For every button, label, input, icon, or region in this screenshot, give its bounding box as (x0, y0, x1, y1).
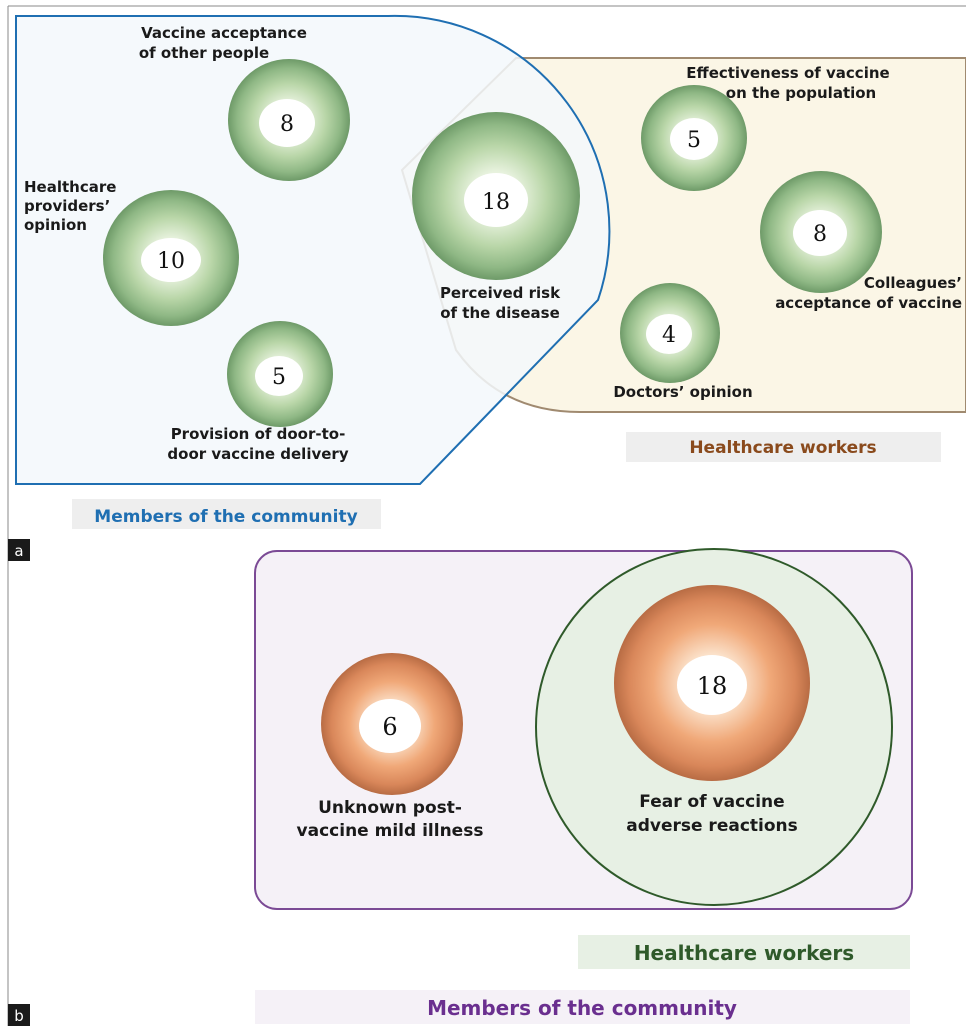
panel-b-healthcare-workers-caption: Healthcare workers (634, 941, 854, 965)
bubble-value: 8 (813, 222, 827, 247)
panel-b-community-caption-box (255, 990, 910, 1024)
panel-b-tag: b (14, 1007, 24, 1025)
bubble-label: Provision of door-to- (171, 425, 346, 443)
bubble-label: of other people (139, 44, 269, 62)
community-caption-box (72, 499, 381, 529)
bubble-fear-adverse-reactions: 18 Fear of vaccine adverse reactions (614, 585, 810, 836)
bubble-label: Unknown post- (318, 798, 462, 818)
bubble-healthcare-providers-opinion: 10 Healthcare providers’ opinion (24, 178, 239, 326)
community-caption: Members of the community (94, 507, 357, 527)
bubble-perceived-risk: 18 Perceived risk of the disease (412, 112, 580, 322)
bubble-value: 6 (382, 713, 397, 741)
bubble-label: providers’ (24, 197, 110, 215)
bubble-mild-illness: 6 Unknown post- vaccine mild illness (297, 653, 484, 841)
panel-b-healthcare-workers-caption-box (578, 935, 910, 969)
bubble-label: Healthcare (24, 178, 116, 196)
bubble-vaccine-acceptance-others: 8 Vaccine acceptance of other people (139, 24, 350, 181)
bubble-label: Fear of vaccine (639, 792, 784, 812)
bubble-value: 18 (482, 190, 510, 215)
bubble-label: vaccine mild illness (297, 821, 484, 841)
bubble-label: Doctors’ opinion (613, 383, 752, 401)
panel-b-community-caption: Members of the community (427, 996, 737, 1020)
bubble-value: 5 (272, 365, 286, 390)
bubble-label: opinion (24, 216, 87, 234)
bubble-effectiveness-population: 5 Effectiveness of vaccine on the popula… (641, 64, 890, 191)
panel-a-tag-box (8, 539, 30, 561)
bubble-value: 4 (662, 323, 676, 348)
bubble-label: on the population (726, 84, 876, 102)
bubble-door-to-door-delivery: 5 Provision of door-to- door vaccine del… (167, 321, 349, 463)
bubble-label: door vaccine delivery (167, 445, 348, 463)
bubble-colleagues-acceptance: 8 Colleagues’ acceptance of vaccine (760, 171, 962, 312)
bubble-value: 8 (280, 112, 294, 137)
panel-b-tag-box (8, 1004, 30, 1026)
bubble-doctors-opinion: 4 Doctors’ opinion (613, 283, 753, 401)
healthcare-workers-caption: Healthcare workers (689, 438, 876, 458)
bubble-label: Perceived risk (440, 284, 561, 302)
bubble-value: 10 (157, 249, 185, 274)
bubble-label: adverse reactions (626, 816, 798, 836)
bubble-label: Effectiveness of vaccine (686, 64, 889, 82)
healthcare-workers-caption-box (626, 432, 941, 462)
bubble-value: 18 (697, 672, 728, 700)
bubble-label: Colleagues’ (864, 274, 962, 292)
bubble-label: acceptance of vaccine (775, 294, 962, 312)
bubble-label: Vaccine acceptance (141, 24, 307, 42)
panel-a-tag: a (14, 542, 23, 560)
bubble-label: of the disease (440, 304, 560, 322)
bubble-value: 5 (687, 128, 701, 153)
